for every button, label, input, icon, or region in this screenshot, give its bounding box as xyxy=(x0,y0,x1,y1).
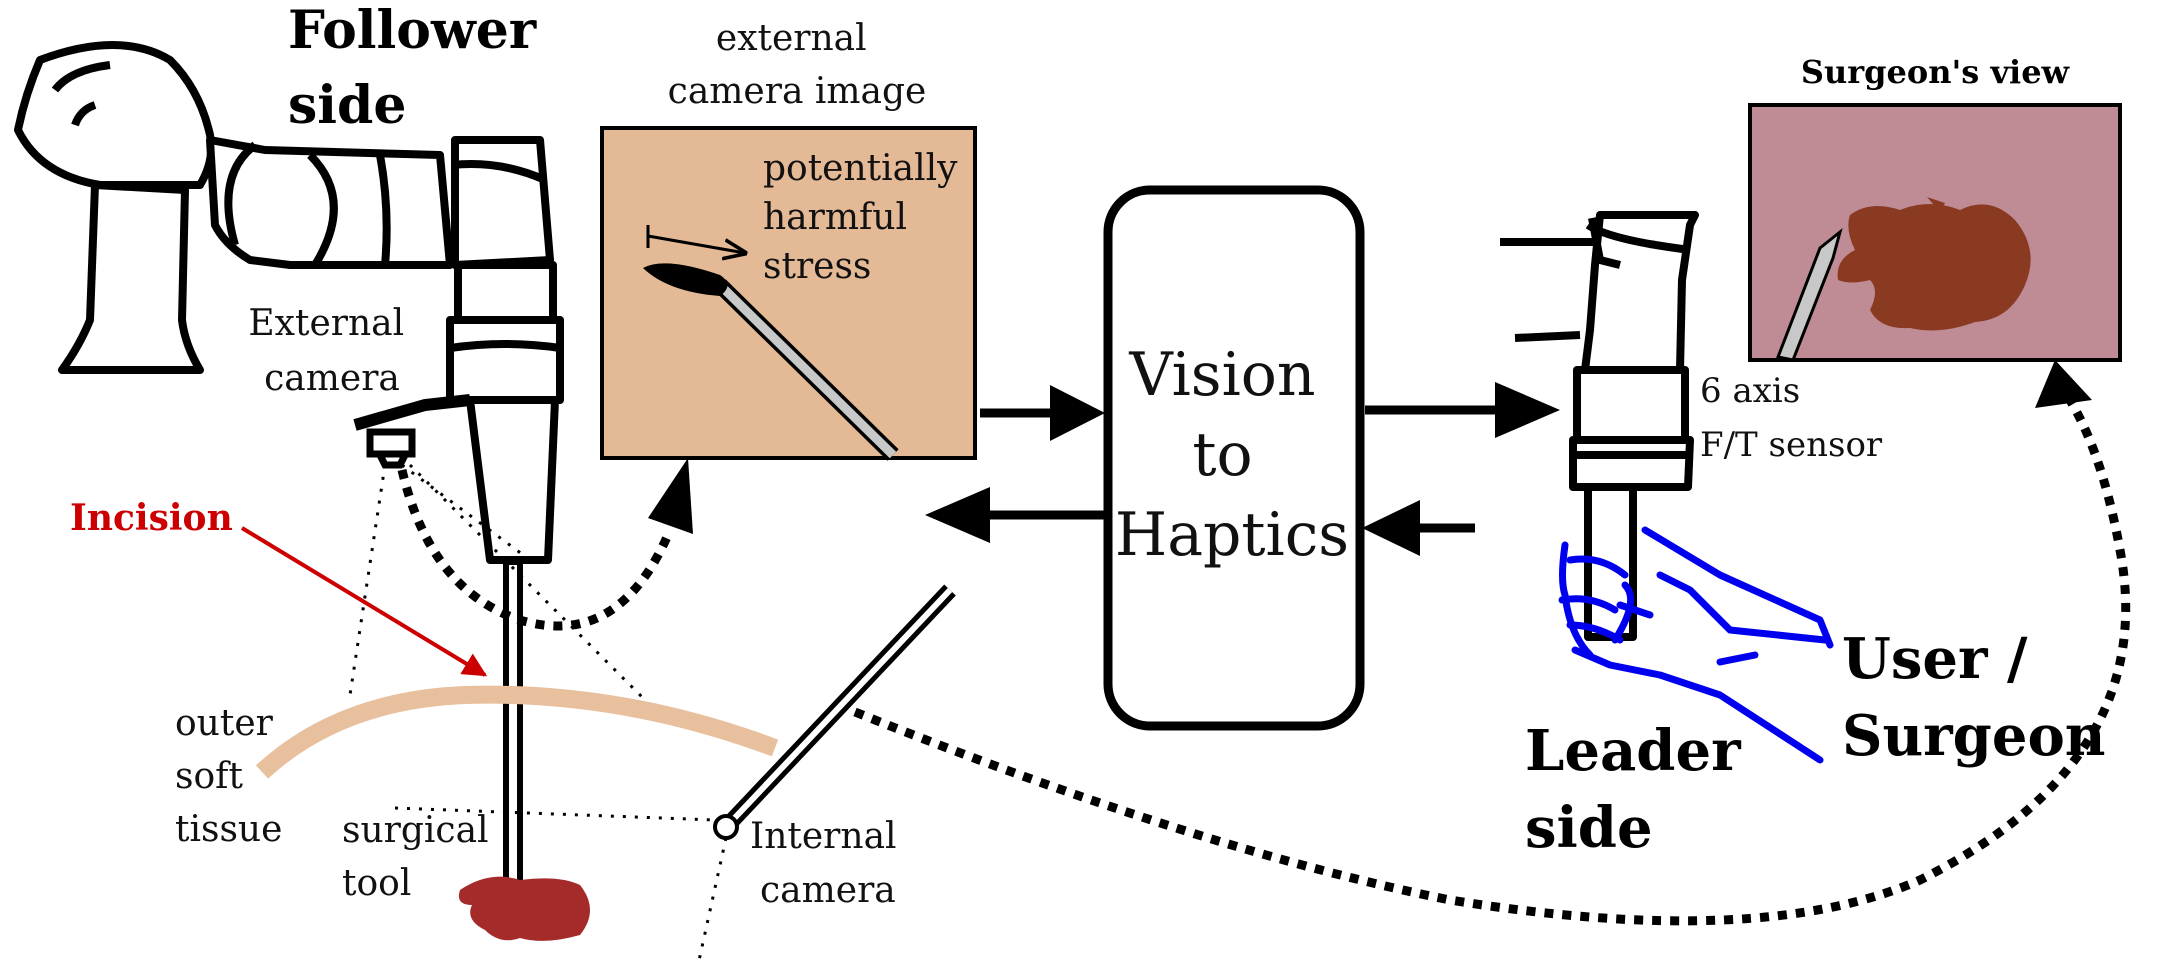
internal-camera xyxy=(713,584,956,840)
flow-arrows xyxy=(925,382,1560,556)
internal-camera-label: Internal camera xyxy=(750,816,908,911)
surgeons-view-title: Surgeon's view xyxy=(1801,53,2071,91)
outer-tissue-label: outer soft tissue xyxy=(175,703,284,850)
leader-side-label: Leader side xyxy=(1525,718,1760,861)
surgical-tool-label: surgical tool xyxy=(342,810,500,904)
follower-side-label: Follower side xyxy=(288,0,554,136)
stress-label: potentially harmful stress xyxy=(763,148,969,287)
external-camera-fov xyxy=(348,463,647,702)
leader-haptic-device xyxy=(1500,211,1699,641)
incision-label: Incision xyxy=(70,497,233,539)
center-box-label: Vision to Haptics xyxy=(1115,340,1349,570)
sensor-label: 6 axis F/T sensor xyxy=(1700,371,1883,465)
organ-tissue xyxy=(458,876,590,941)
external-camera xyxy=(353,394,471,469)
surgeons-view-image xyxy=(1748,103,2122,362)
surgical-tool-shaft xyxy=(503,560,523,890)
follower-robot-arm xyxy=(14,41,564,564)
user-hand xyxy=(1558,526,1834,764)
outer-soft-tissue xyxy=(255,685,779,779)
external-camera-label: External camera xyxy=(248,303,415,399)
internal-camera-fov xyxy=(394,806,728,965)
vision-to-haptics-box xyxy=(1103,185,1365,731)
external-camera-image-label: external camera image xyxy=(668,18,927,112)
incision-arrow xyxy=(240,526,488,677)
external-camera-image xyxy=(600,126,977,461)
external-camera-feed-arrow xyxy=(397,468,675,631)
internal-camera-feed-arrow xyxy=(853,382,2131,926)
user-surgeon-label: User / Surgeon xyxy=(1842,626,2106,769)
